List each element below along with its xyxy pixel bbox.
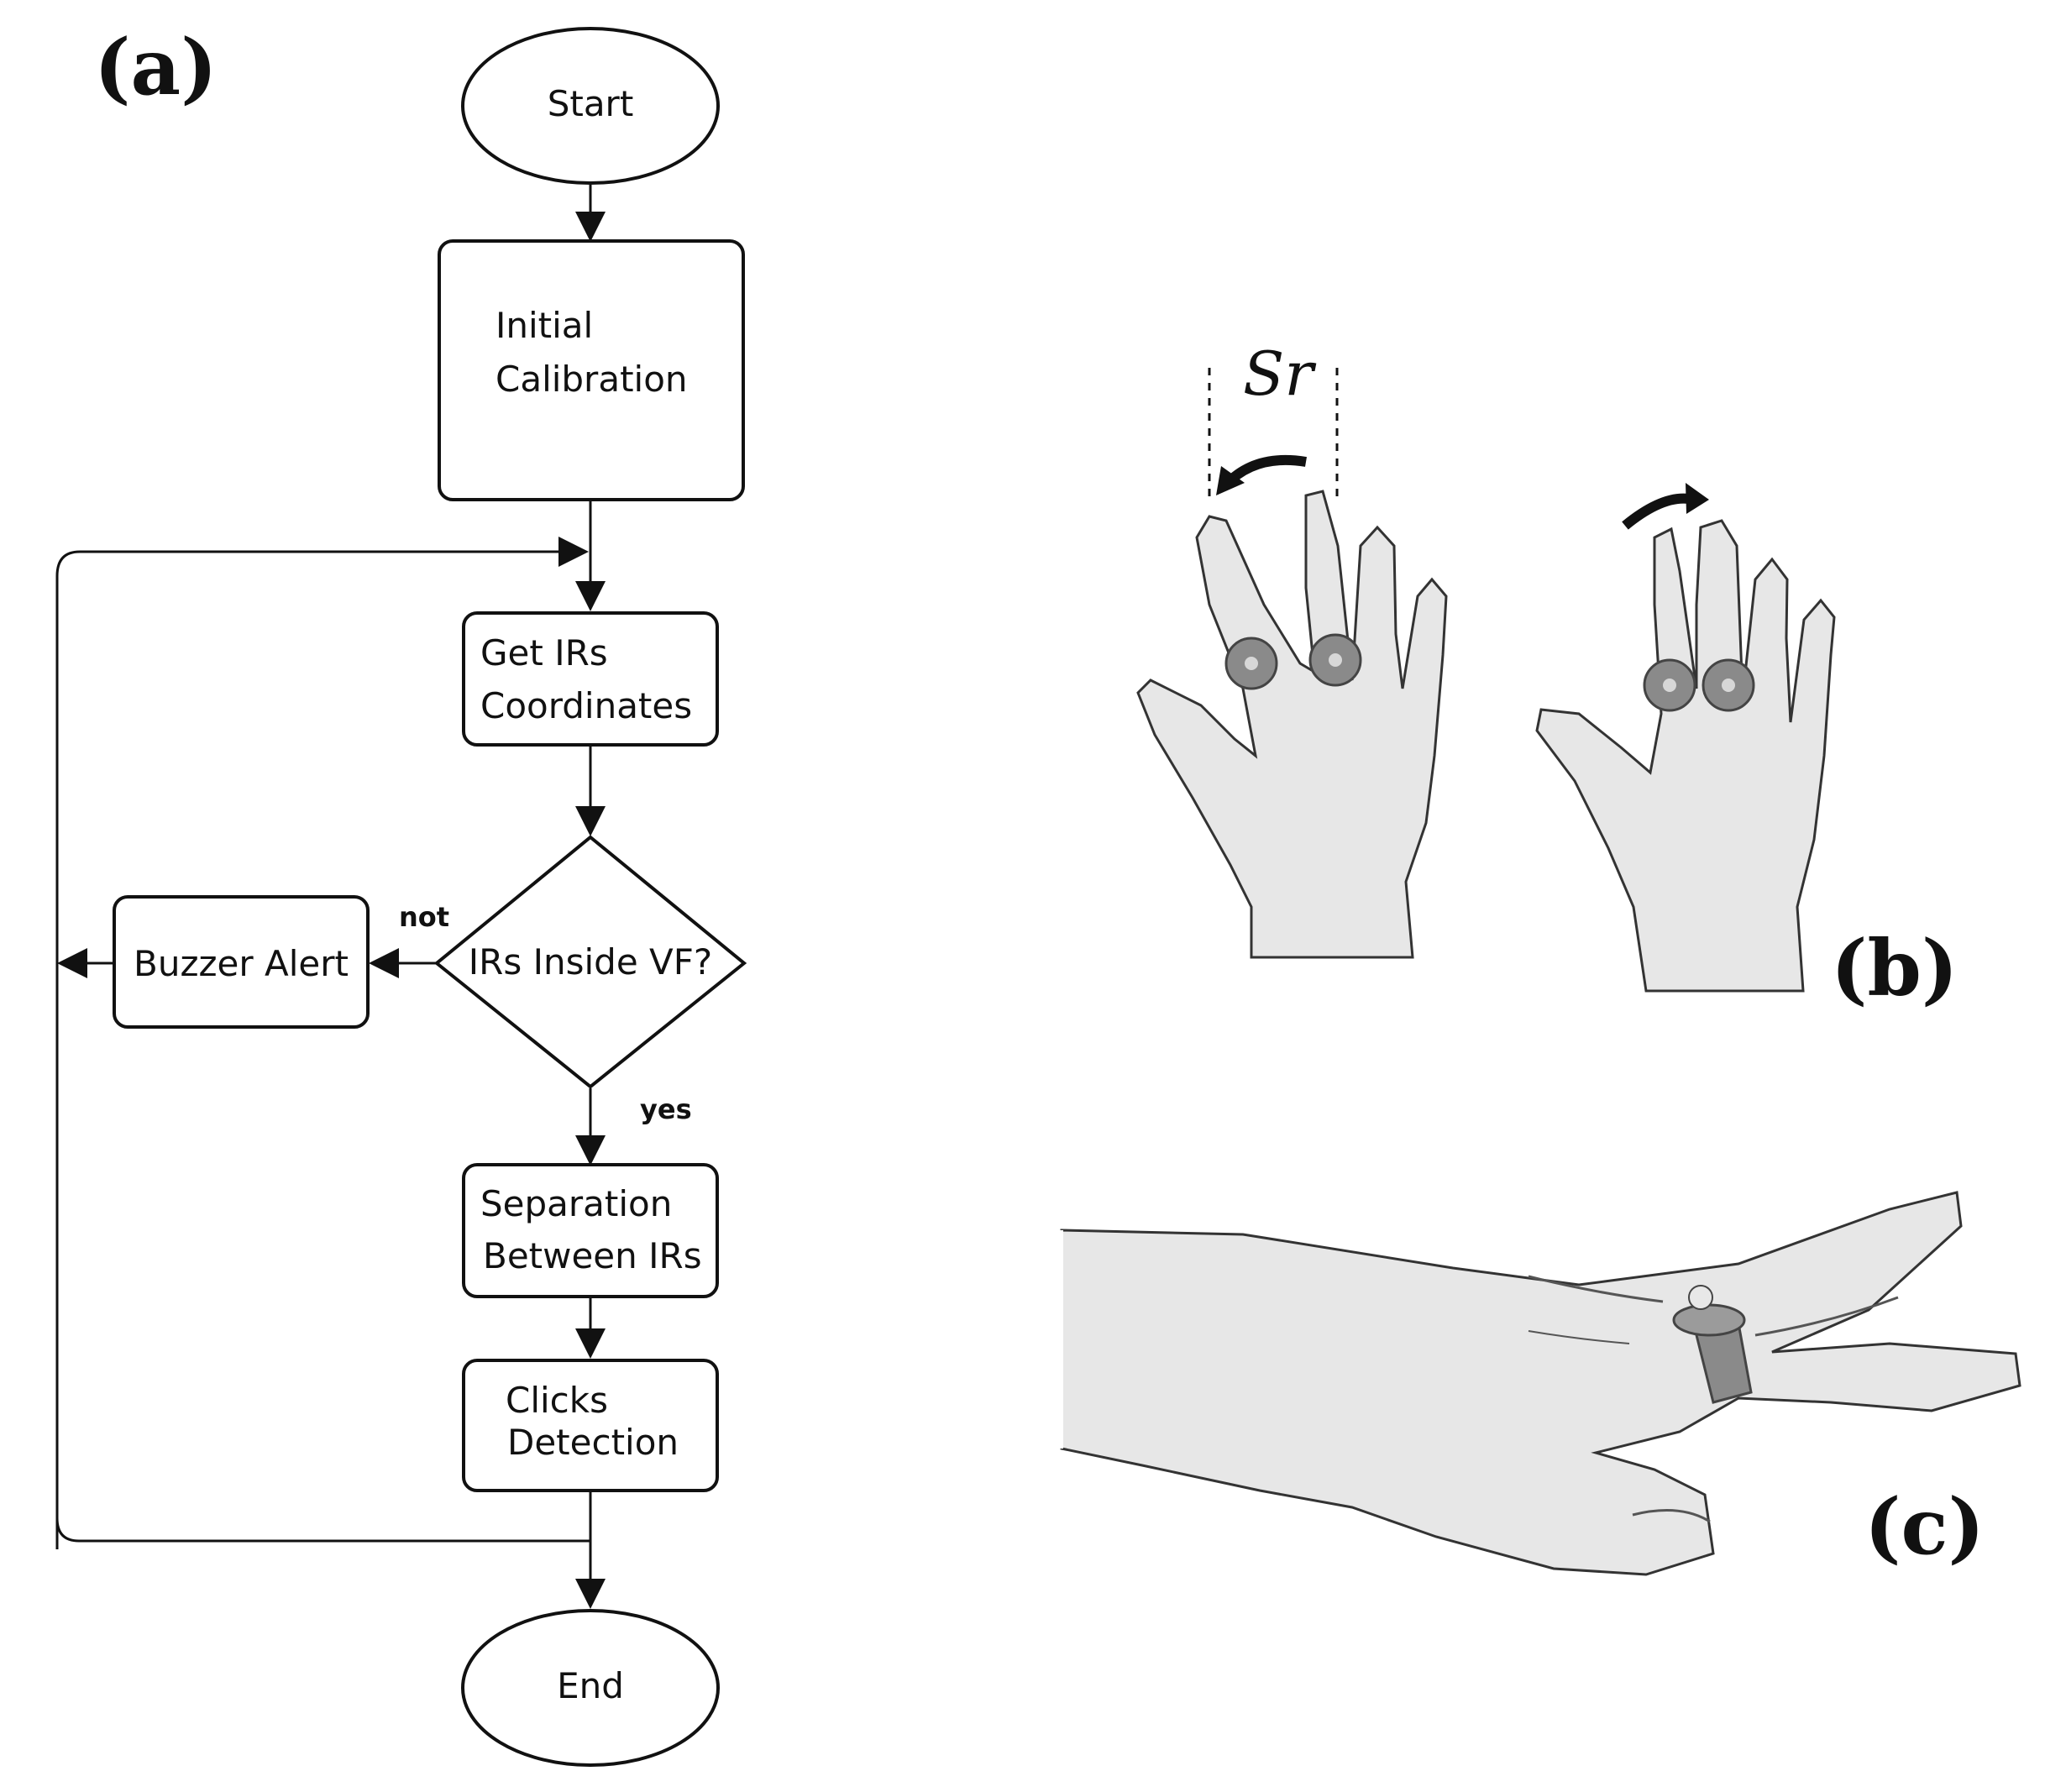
panel-b-label: (b) bbox=[1831, 923, 1958, 1014]
no-label: not bbox=[399, 901, 449, 933]
clicks-line2: Detection bbox=[507, 1422, 679, 1463]
right-rotation-arrow-head bbox=[1686, 483, 1709, 514]
end-label: End bbox=[557, 1665, 624, 1706]
side-ring-top bbox=[1672, 1303, 1746, 1337]
separation-line1: Separation bbox=[480, 1183, 672, 1224]
loop-back-line bbox=[55, 537, 590, 1543]
side-ir-led bbox=[1688, 1285, 1713, 1310]
get-irs-coordinates-node bbox=[462, 611, 719, 747]
left-ir-led-2 bbox=[1329, 653, 1342, 667]
tendon-line-1 bbox=[1528, 1275, 1664, 1303]
left-rotation-arrow-head bbox=[1216, 466, 1245, 495]
get-irs-line1: Get IRs bbox=[480, 632, 608, 673]
separation-line2: Between IRs bbox=[483, 1235, 702, 1276]
end-node bbox=[461, 1609, 720, 1767]
clicks-detection-node bbox=[462, 1359, 719, 1492]
right-hand bbox=[1535, 519, 1836, 993]
panel-a-label: (a) bbox=[94, 22, 218, 113]
flowchart: Start Initial Calibration Get IRs Coordi… bbox=[55, 27, 747, 1767]
side-hand bbox=[1060, 1191, 2021, 1576]
decision-node bbox=[433, 835, 747, 1089]
sr-label: Sr bbox=[1243, 338, 1316, 409]
initial-calibration-line2: Calibration bbox=[496, 359, 688, 400]
finger-line bbox=[1754, 1296, 1899, 1337]
initial-calibration-node bbox=[438, 239, 745, 501]
clicks-line1: Clicks bbox=[506, 1380, 608, 1421]
panel-c-label: (c) bbox=[1864, 1481, 1985, 1572]
start-label: Start bbox=[548, 83, 634, 124]
right-ir-led-1 bbox=[1663, 679, 1676, 692]
thumb-nail-line bbox=[1632, 1509, 1711, 1523]
right-ir-led-2 bbox=[1722, 679, 1735, 692]
left-hand bbox=[1136, 490, 1448, 959]
yes-label: yes bbox=[640, 1093, 692, 1125]
buzzer-alert-label: Buzzer Alert bbox=[134, 943, 349, 984]
panel-c-illustration bbox=[1057, 1191, 2021, 1576]
get-irs-line2: Coordinates bbox=[480, 685, 692, 726]
left-ir-led-1 bbox=[1245, 657, 1258, 670]
start-node bbox=[461, 27, 720, 185]
decision-label: IRs Inside VF? bbox=[469, 941, 712, 982]
separation-node bbox=[462, 1163, 719, 1298]
right-rotation-arrow-curve bbox=[1622, 493, 1698, 530]
tendon-line-2 bbox=[1528, 1330, 1630, 1344]
initial-calibration-line1: Initial bbox=[496, 305, 593, 346]
panel-b-illustration: Sr bbox=[1136, 338, 1836, 993]
